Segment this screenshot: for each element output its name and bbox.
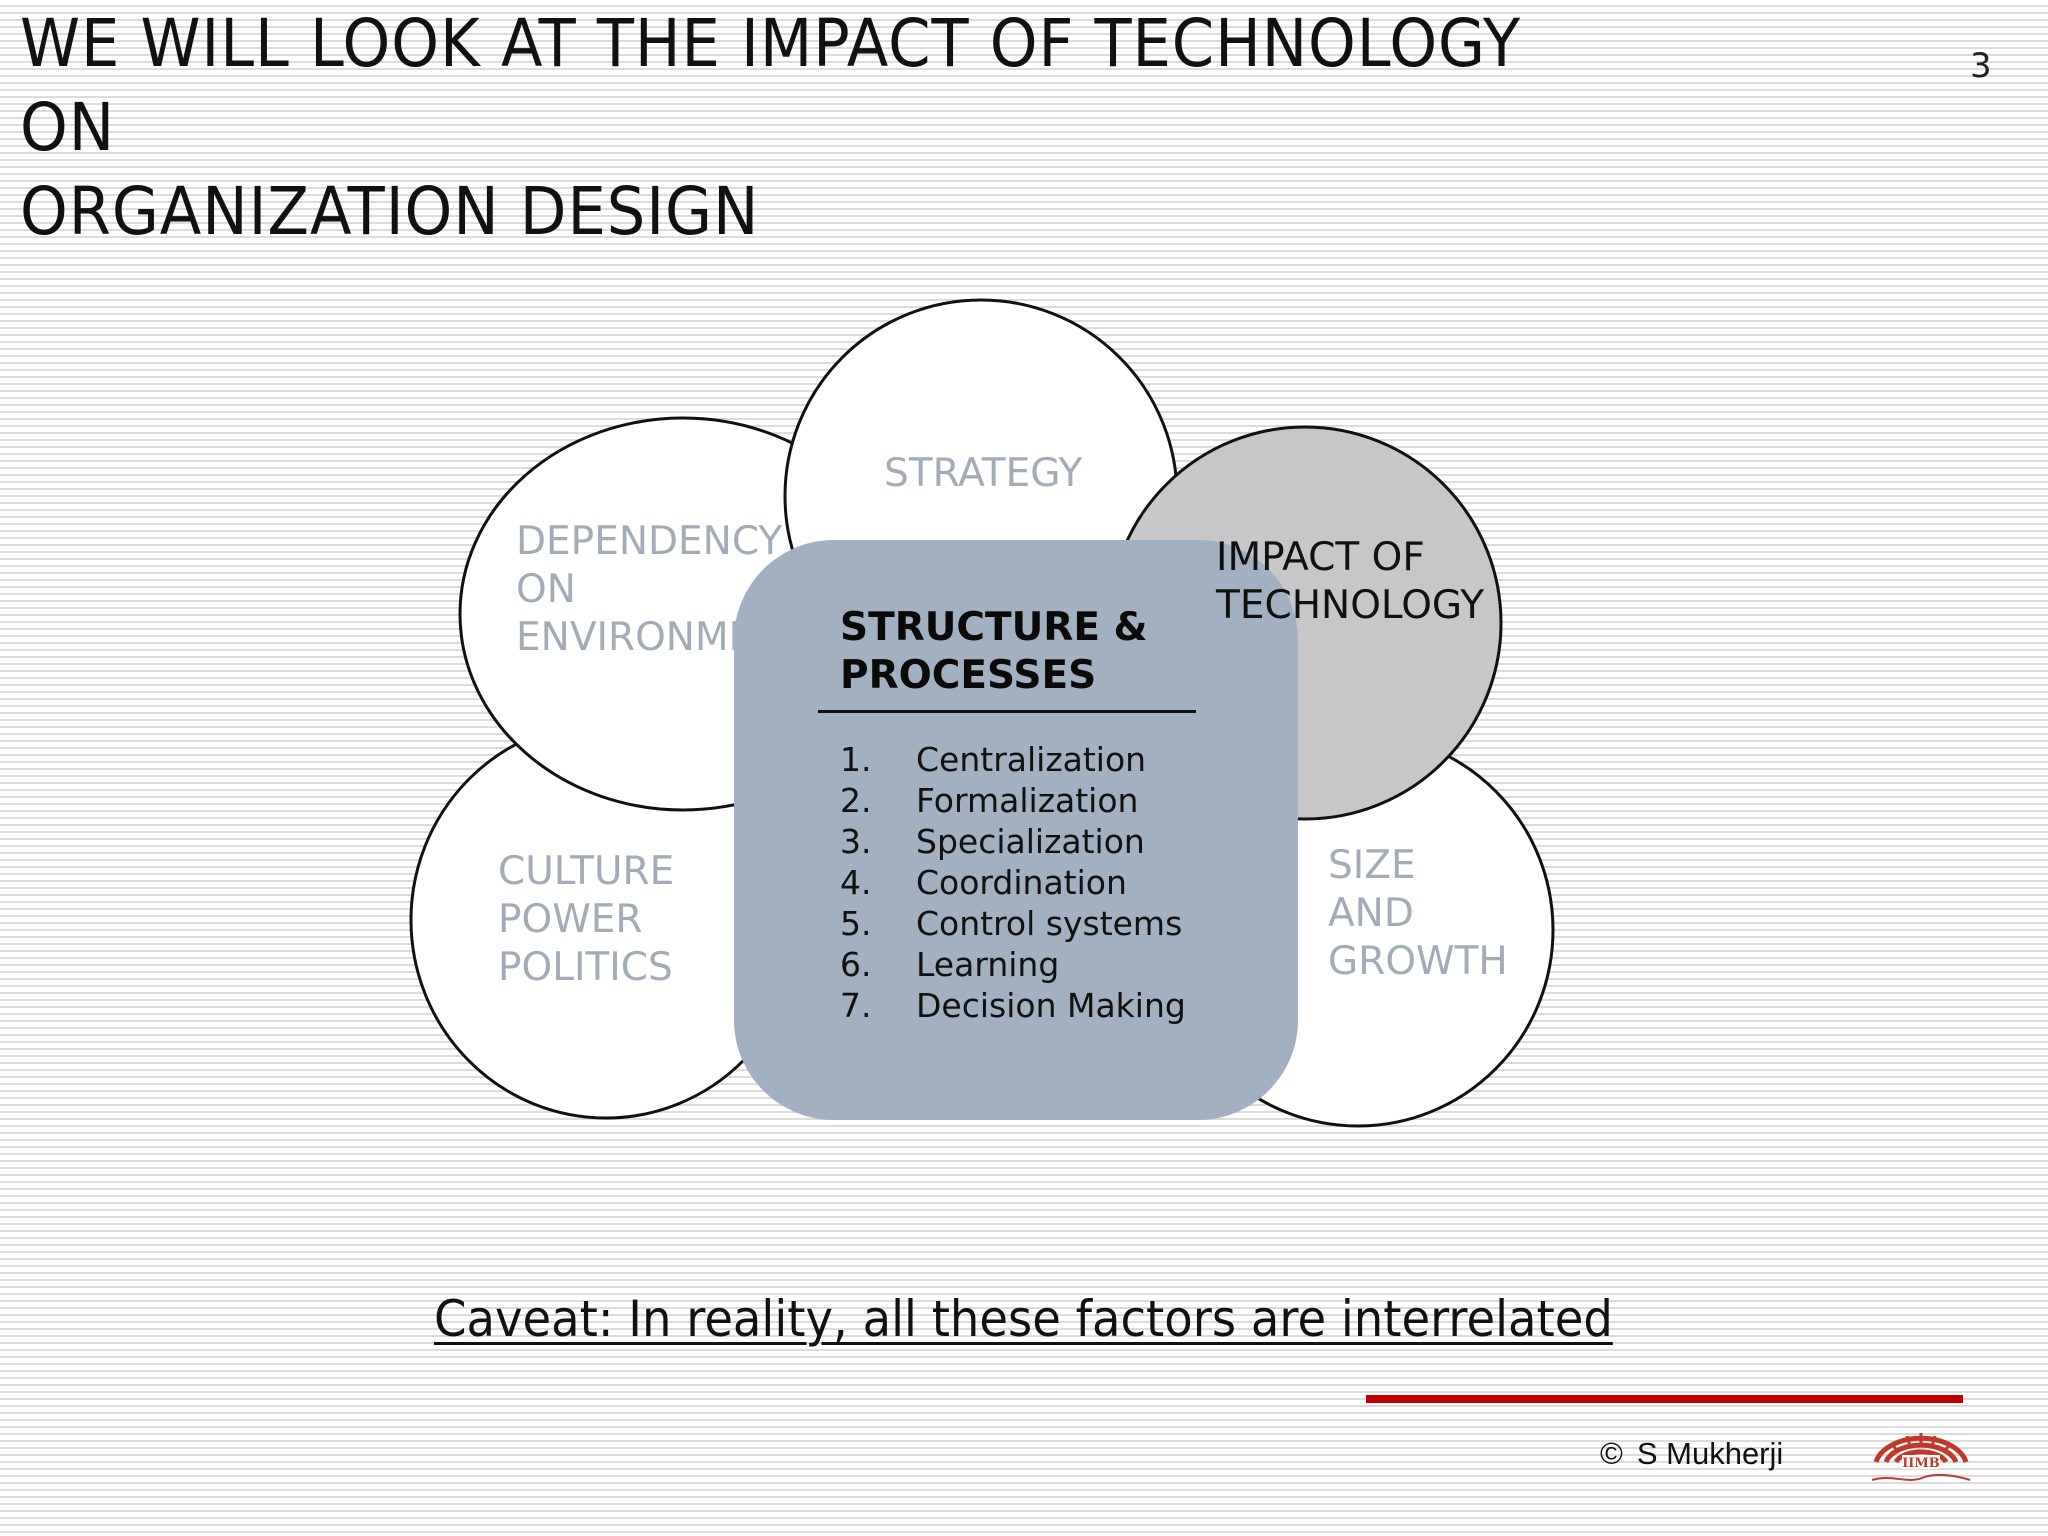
dependency-label: DEPENDENCY ON ENVIRONME bbox=[516, 519, 783, 660]
structure-divider bbox=[818, 710, 1196, 713]
caveat-note: Caveat: In reality, all these factors ar… bbox=[434, 1290, 1613, 1348]
structure-title: STRUCTURE & PROCESSES bbox=[840, 605, 1148, 698]
structure-processes-box bbox=[734, 540, 1298, 1120]
impact-label: IMPACT OF TECHNOLOGY bbox=[1216, 535, 1485, 628]
size-label: SIZE AND GROWTH bbox=[1328, 843, 1508, 984]
list-item: 4.Coordination bbox=[840, 863, 1127, 902]
svg-text:IIMB: IIMB bbox=[1902, 1456, 1940, 1471]
slide-number: 3 bbox=[1970, 46, 1992, 86]
author-name: S Mukherji bbox=[1636, 1436, 1784, 1471]
copyright-symbol: © bbox=[1600, 1436, 1623, 1471]
factors-list: 1.Centralization 2.Formalization 3.Speci… bbox=[840, 739, 1186, 1026]
title-line-1: WE WILL LOOK AT THE IMPACT OF TECHNOLOGY… bbox=[20, 5, 1522, 166]
list-item: 7.Decision Making bbox=[840, 986, 1186, 1025]
list-item: 2.Formalization bbox=[840, 781, 1139, 820]
list-item: 6.Learning bbox=[840, 945, 1060, 984]
list-item: 3.Specialization bbox=[840, 822, 1145, 861]
copyright-notice: © S Mukherji bbox=[1600, 1436, 1783, 1472]
title-line-2: ORGANIZATION DESIGN bbox=[20, 173, 760, 250]
culture-label: CULTURE POWER POLITICS bbox=[498, 849, 675, 990]
strategy-label: STRATEGY bbox=[884, 451, 1083, 496]
list-item: 1.Centralization bbox=[840, 740, 1147, 779]
list-item: 5.Control systems bbox=[840, 904, 1183, 943]
footer-accent-line bbox=[1366, 1395, 1963, 1403]
iimb-logo-icon: IIMB bbox=[1871, 1433, 1971, 1481]
slide-title: WE WILL LOOK AT THE IMPACT OF TECHNOLOGY… bbox=[20, 2, 1584, 254]
